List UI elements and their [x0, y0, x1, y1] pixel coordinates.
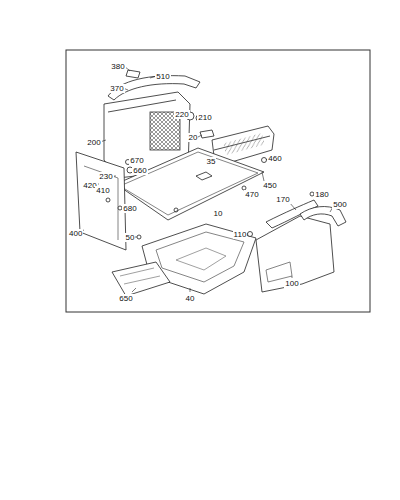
callout-number: 35: [206, 157, 217, 166]
callout-number: 510: [155, 72, 170, 81]
callout-number: 20: [188, 133, 199, 142]
callout-number: 210: [197, 113, 212, 122]
callout-number: 230: [98, 172, 113, 181]
callout-number: 470: [244, 190, 259, 199]
callout-number: 400: [68, 229, 83, 238]
callout-number: 410: [95, 186, 110, 195]
callout-number: 200: [86, 138, 101, 147]
callout-number: 380: [110, 62, 125, 71]
callout-number: 660: [132, 166, 147, 175]
callout-number: 220: [174, 110, 189, 119]
callout-number: 500: [332, 200, 347, 209]
callout-number: 680: [122, 204, 137, 213]
callout-number: 180: [314, 190, 329, 199]
callout-number: 370: [109, 84, 124, 93]
callout-number: 170: [275, 195, 290, 204]
callout-number: 100: [284, 279, 299, 288]
callout-number: 10: [213, 209, 224, 218]
callout-number: 450: [262, 181, 277, 190]
callout-number: 50: [125, 233, 136, 242]
callout-number: 110: [233, 230, 248, 239]
callout-number: 40: [185, 294, 196, 303]
callout-number: 460: [267, 154, 282, 163]
callout-number: 650: [118, 294, 133, 303]
callout-number: 670: [129, 156, 144, 165]
